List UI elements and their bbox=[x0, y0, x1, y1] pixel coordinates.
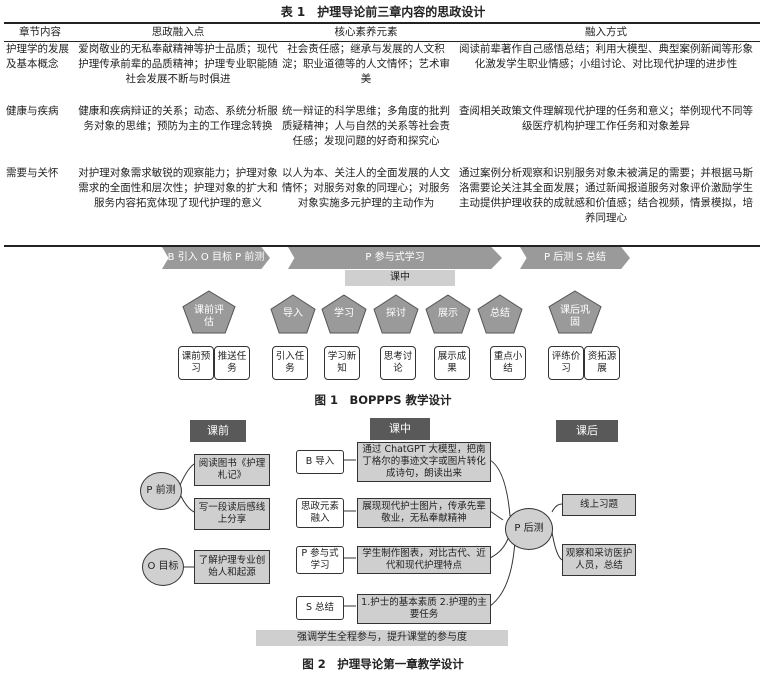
arrow-pre: B 引入 O 目标 P 前测 bbox=[162, 247, 270, 269]
header-pre: 课前 bbox=[190, 420, 246, 442]
cell-points: 对护理对象需求敏锐的观察能力；护理对象需求的全面性和层次性；护理对象的扩大和服务… bbox=[76, 165, 280, 247]
ideology-table: 章节内容 思政融入点 核心素养元素 融入方式 护理学的发展及基本概念 爱岗敬业的… bbox=[4, 22, 760, 247]
pent-label: 展示 bbox=[438, 307, 458, 319]
box-push: 推送任务 bbox=[214, 346, 250, 380]
pent-pre-assess: 课前评估 bbox=[182, 290, 236, 334]
mid-label-summary: S 总结 bbox=[296, 596, 344, 620]
col-header-points: 思政融入点 bbox=[76, 22, 280, 42]
pent-post: 课后巩固 bbox=[548, 290, 602, 334]
mid-label-ideology: 思政元素融入 bbox=[296, 498, 344, 528]
pent-label: 课前评估 bbox=[194, 304, 224, 328]
cell-methods: 通过案例分析观察和识别服务对象未被满足的需要；并根据马斯洛需要论关注其全面发展；… bbox=[452, 165, 760, 247]
table-row: 健康与疾病 健康和疾病辩证的关系；动态、系统分析服务对象的思维；预防为主的工作理… bbox=[4, 104, 760, 166]
pre-box-write: 写一段读后感线上分享 bbox=[194, 498, 270, 530]
box-resource: 资拓源展 bbox=[584, 346, 620, 380]
fig1-caption: 图 1 BOPPPS 教学设计 bbox=[314, 393, 452, 407]
box-key-summary: 重点小结 bbox=[490, 346, 526, 380]
pent-summary: 总结 bbox=[477, 294, 523, 334]
pent-learn: 学习 bbox=[321, 294, 367, 334]
cell-methods: 阅读前辈著作自己感悟总结；利用大模型、典型案例新闻等形象化激发学生职业情感；小组… bbox=[459, 43, 753, 70]
col-header-chapter: 章节内容 bbox=[4, 22, 76, 42]
cell-points: 爱岗敬业的无私奉献精神等护士品质；现代护理传承前辈的品质精神；护理专业职能随社会… bbox=[78, 43, 278, 85]
cell-elements: 以人为本、关注人的全面发展的人文情怀；对服务对象的同理心；对服务对象实施多元护理… bbox=[280, 165, 452, 247]
table-title: 表 1 护理导论前三章内容的思政设计 bbox=[280, 5, 486, 19]
participation-banner: 强调学生全程参与，提升课堂的参与度 bbox=[256, 630, 508, 646]
mid-box-participation: 学生制作图表，对比古代、近代和现代护理特点 bbox=[357, 546, 491, 574]
box-preview: 课前预习 bbox=[178, 346, 214, 380]
mid-box-intro: 通过 ChatGPT 大模型，把南丁格尔的事迹文字或图片转化成诗句，朗读出来 bbox=[357, 442, 491, 482]
post-box-exercise: 线上习题 bbox=[562, 494, 636, 516]
table-row: 护理学的发展及基本概念 爱岗敬业的无私奉献精神等护士品质；现代护理传承前辈的品质… bbox=[4, 42, 760, 104]
pent-show: 展示 bbox=[425, 294, 471, 334]
header-post: 课后 bbox=[556, 420, 618, 442]
col-header-methods: 融入方式 bbox=[452, 22, 760, 42]
posttest-circle: P 后测 bbox=[505, 508, 553, 550]
header-mid: 课中 bbox=[370, 418, 430, 440]
col-header-elements: 核心素养元素 bbox=[280, 22, 452, 42]
pretest-circle: P 前测 bbox=[140, 472, 182, 510]
table-row: 需要与关怀 对护理对象需求敏锐的观察能力；护理对象需求的全面性和层次性；护理对象… bbox=[4, 165, 760, 247]
pre-box-origin: 了解护理专业创始人和起源 bbox=[194, 550, 270, 584]
fig2-caption: 图 2 护理导论第一章教学设计 bbox=[302, 657, 464, 671]
cell-elements: 统一辩证的科学思维；多角度的批判质疑精神；人与自然的关系等社会责任感；发现问题的… bbox=[282, 104, 450, 147]
mid-label-participation: P 参与式学习 bbox=[296, 546, 344, 574]
box-practice: 评练价习 bbox=[548, 346, 584, 380]
cell-methods: 查阅相关政策文件理解现代护理的任务和意义；举例现代不同等级医疗机构护理工作任务和… bbox=[459, 104, 753, 132]
pent-discuss: 探讨 bbox=[373, 294, 419, 334]
cell-points: 健康和疾病辩证的关系；动态、系统分析服务对象的思维；预防为主的工作理念转换 bbox=[78, 104, 278, 132]
arrow-post: P 后测 S 总结 bbox=[520, 247, 630, 269]
mid-box-summary: 1.护士的基本素质 2.护理的主要任务 bbox=[357, 594, 491, 624]
objective-circle: O 目标 bbox=[142, 548, 184, 586]
pent-label: 学习 bbox=[334, 307, 354, 319]
mid-box-ideology: 展现现代护士图片，传承先辈敬业，无私奉献精神 bbox=[357, 498, 491, 528]
cell-chapter: 护理学的发展及基本概念 bbox=[6, 43, 69, 70]
arrow-mid: P 参与式学习 bbox=[288, 247, 502, 269]
pent-label: 探讨 bbox=[386, 307, 406, 319]
box-intro-task: 引入任务 bbox=[272, 346, 308, 380]
box-think: 思考讨论 bbox=[380, 346, 416, 380]
pent-label: 课后巩固 bbox=[560, 304, 590, 328]
pent-label: 总结 bbox=[490, 307, 510, 319]
mid-label-intro: B 导入 bbox=[296, 450, 344, 474]
pent-label: 导入 bbox=[283, 307, 303, 319]
pent-intro: 导入 bbox=[270, 294, 316, 334]
box-show-result: 展示成果 bbox=[434, 346, 470, 380]
pre-box-read: 阅读图书《护理札记》 bbox=[194, 454, 270, 486]
cell-chapter: 需要与关怀 bbox=[4, 165, 76, 247]
post-box-interview: 观察和采访医护人员，总结 bbox=[562, 544, 636, 576]
box-new-knowledge: 学习新知 bbox=[324, 346, 360, 380]
cell-elements: 社会责任感；继承与发展的人文积淀；职业道德等的人文情怀；艺术审美 bbox=[282, 43, 450, 85]
mid-label: 课中 bbox=[345, 270, 455, 286]
cell-chapter: 健康与疾病 bbox=[6, 104, 59, 117]
